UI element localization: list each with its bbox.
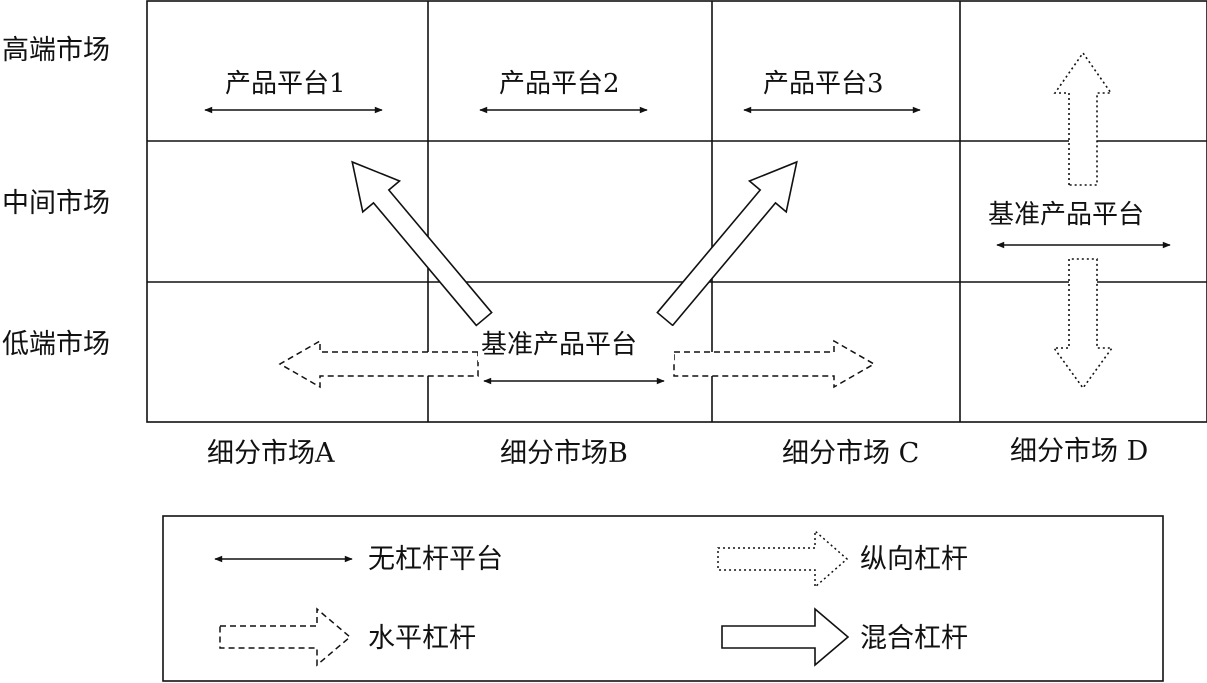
market-grid	[146, 0, 1207, 423]
legend-vertical-leverage-icon	[717, 529, 849, 589]
column-label-segment-b: 细分市场B	[500, 438, 628, 469]
legend-horizontal-leverage-label: 水平杠杆	[368, 623, 476, 654]
mixed-leverage-arrow-right	[656, 160, 798, 327]
legend-box	[162, 515, 1164, 682]
column-label-segment-a: 细分市场A	[207, 438, 335, 469]
legend-vertical-leverage-label: 纵向杠杆	[860, 544, 968, 575]
legend-mixed-leverage-icon	[721, 607, 850, 667]
horizontal-leverage-arrow-left	[278, 339, 479, 389]
mixed-leverage-arrow-left	[351, 160, 493, 327]
legend-mixed-leverage-label: 混合杠杆	[860, 623, 968, 654]
row-label-mid-market: 中间市场	[2, 188, 110, 219]
column-label-segment-d: 细分市场 D	[1010, 436, 1148, 467]
row-label-high-end-market: 高端市场	[2, 35, 110, 66]
vertical-leverage-arrow-up	[1053, 51, 1113, 186]
vertical-leverage-arrow-down	[1052, 258, 1114, 390]
horizontal-leverage-arrow-right	[673, 339, 876, 389]
product-platform-3-label: 产品平台3	[763, 69, 884, 99]
column-label-segment-c: 细分市场 C	[782, 438, 919, 469]
legend-horizontal-leverage-icon	[219, 607, 352, 667]
product-platform-1-label: 产品平台1	[225, 69, 346, 99]
base-platform-d-label: 基准产品平台	[988, 200, 1144, 230]
row-label-low-end-market: 低端市场	[2, 329, 110, 360]
legend-no-leverage-label: 无杠杆平台	[368, 544, 503, 575]
base-platform-low-label: 基准产品平台	[481, 330, 637, 360]
product-platform-2-label: 产品平台2	[499, 69, 620, 99]
